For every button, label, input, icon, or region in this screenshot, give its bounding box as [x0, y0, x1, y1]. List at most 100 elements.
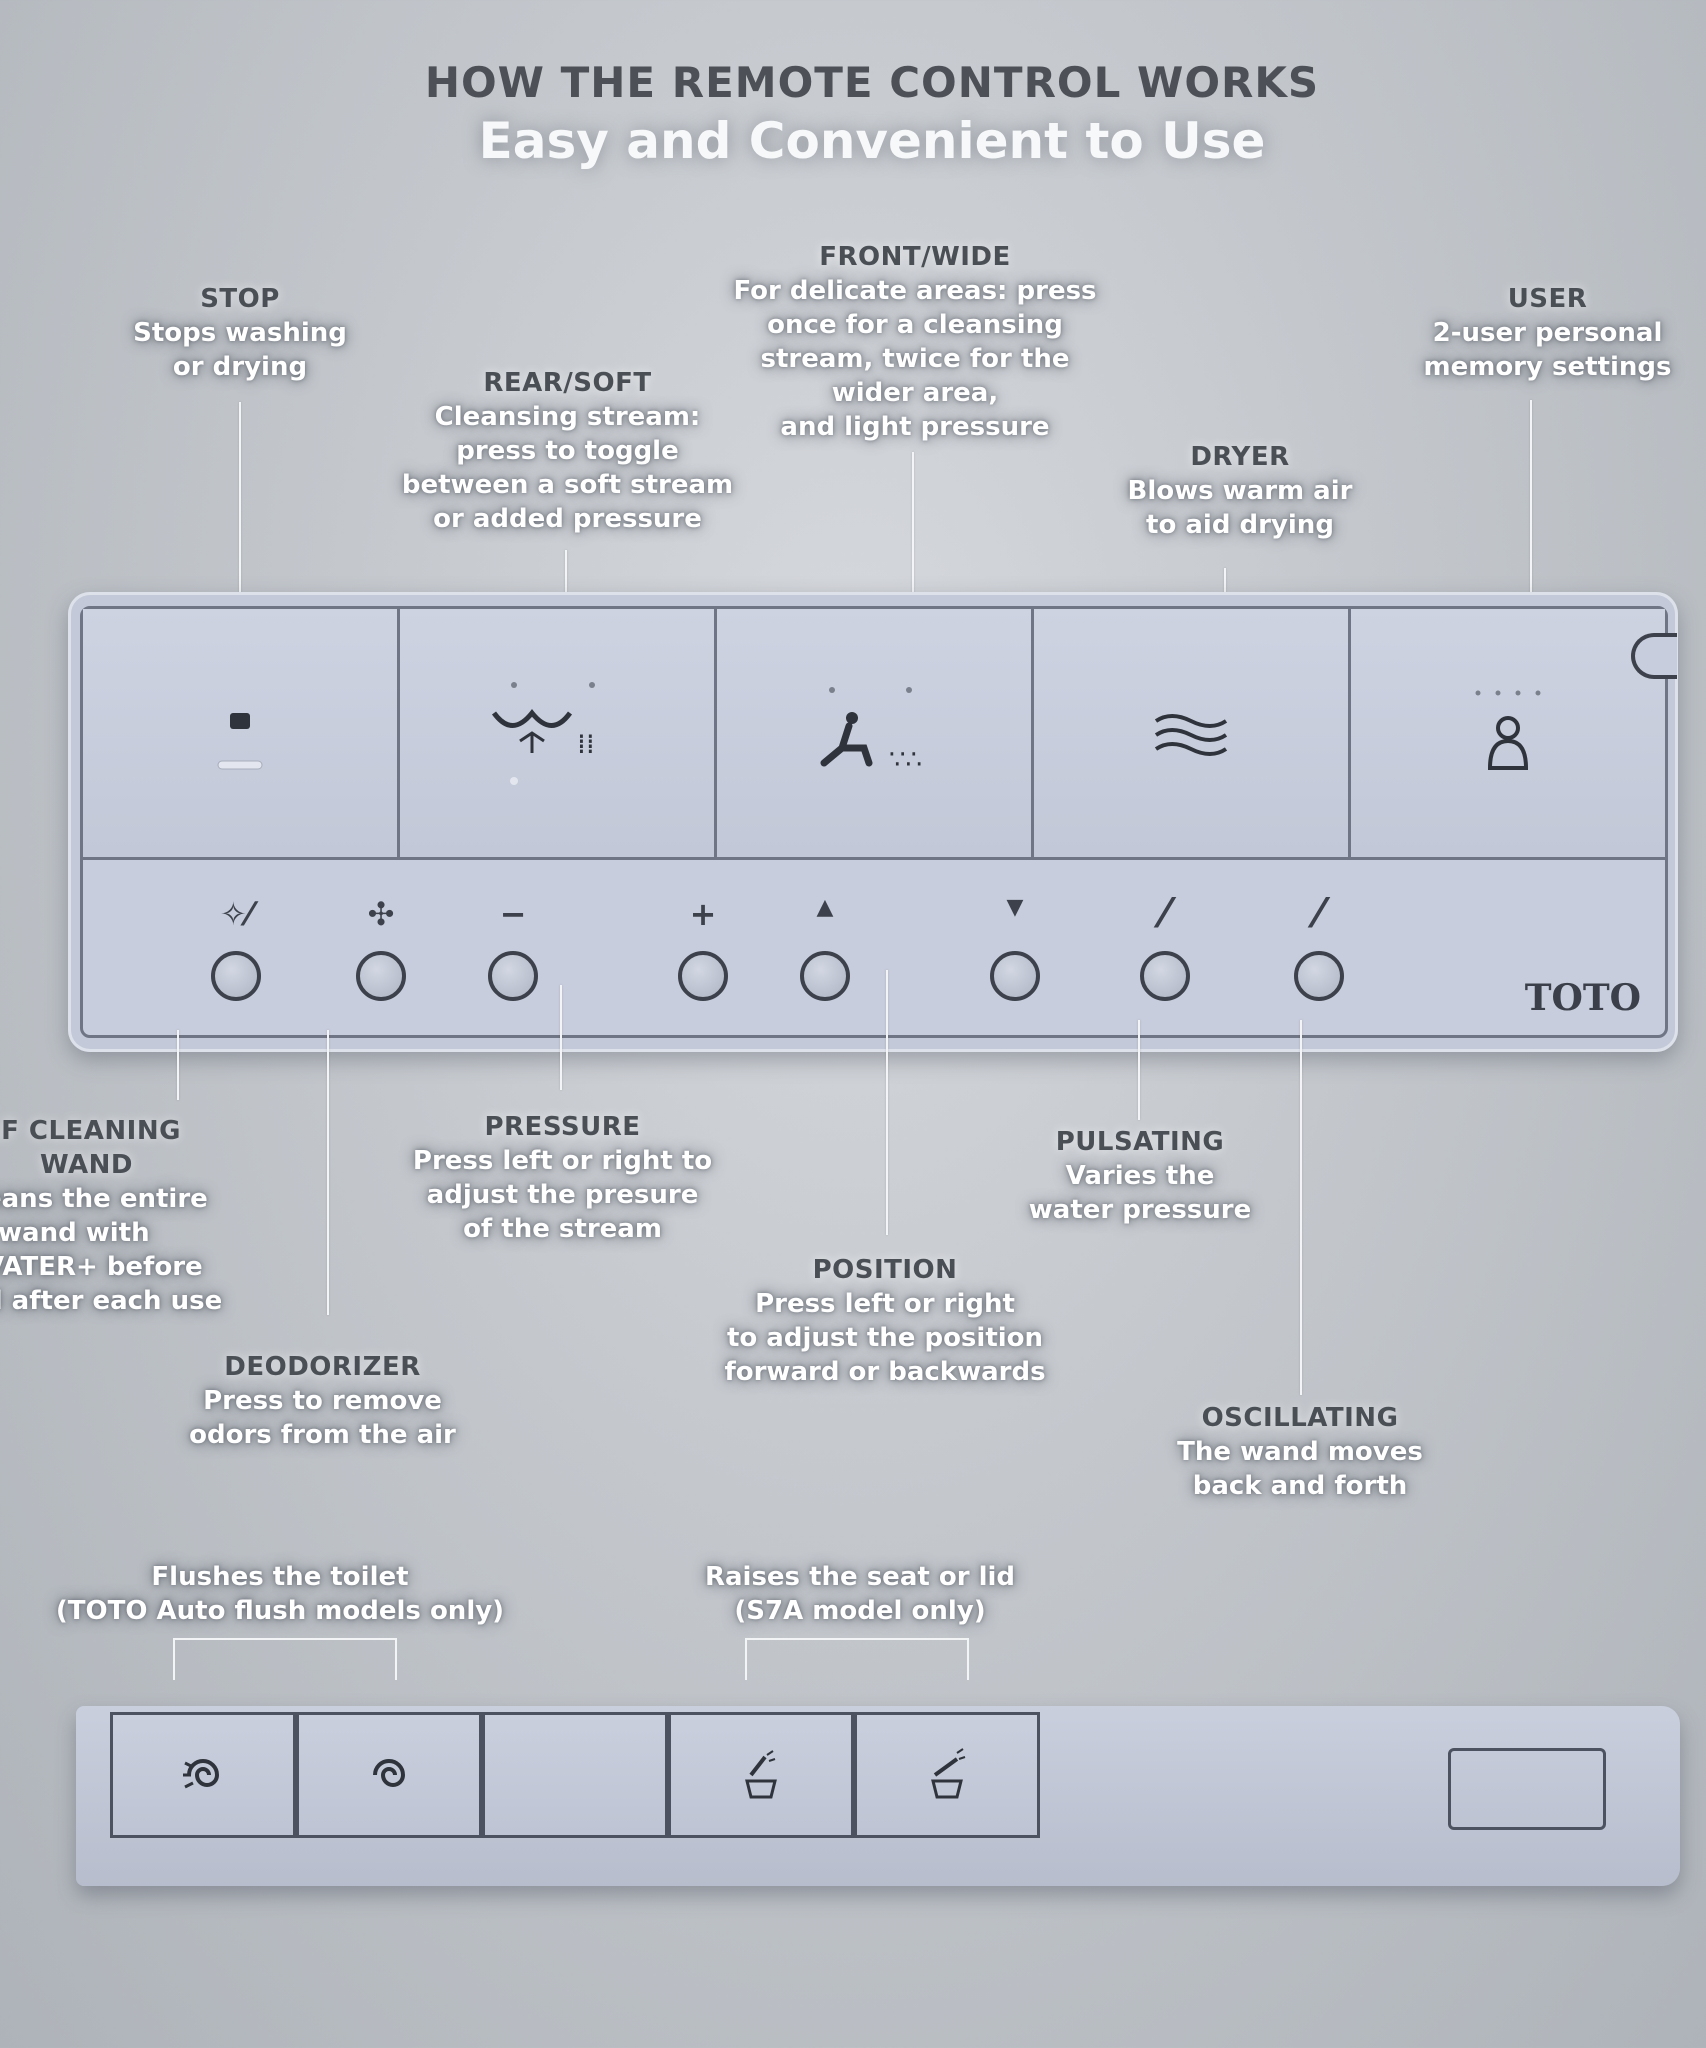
user-button[interactable] — [1351, 609, 1677, 857]
position-up-button[interactable] — [800, 951, 850, 1001]
label-line: adjust the presure — [426, 1180, 699, 1210]
label-line: or added pressure — [433, 504, 702, 534]
label-line: odors from the air — [189, 1420, 456, 1450]
label-line: d after each use — [0, 1286, 223, 1316]
deodorizer-button[interactable] — [356, 951, 406, 1001]
label-line: (S7A model only) — [734, 1596, 986, 1626]
lid-raise-button[interactable] — [854, 1712, 1040, 1838]
seat-raise-icon — [745, 1750, 777, 1799]
plus-icon: + — [689, 895, 717, 933]
svg-text:⁞⁞: ⁞⁞ — [577, 727, 595, 760]
page-title: HOW THE REMOTE CONTROL WORKS — [424, 58, 1320, 107]
label-line: Press left or right to — [412, 1146, 713, 1176]
light-flush-icon — [373, 1759, 406, 1787]
label-line: memory settings — [1423, 352, 1672, 382]
label-heading: REAR/SOFT — [483, 368, 652, 398]
self-cleaning-icon: ✧⁄ — [219, 895, 253, 933]
label-line: wider area, — [831, 378, 999, 408]
dryer-button[interactable] — [1034, 609, 1351, 857]
full-flush-icon — [183, 1759, 220, 1789]
label-line: between a soft stream — [401, 470, 734, 500]
dryer-icon — [1034, 609, 1348, 857]
up-arrow-icon: ▲ — [816, 895, 834, 920]
down-arrow-icon: ▼ — [1006, 895, 1024, 920]
leader-line — [239, 402, 241, 652]
label-line: Blows warm air — [1127, 476, 1353, 506]
label-line: back and forth — [1192, 1471, 1408, 1501]
label-line: to aid drying — [1146, 510, 1334, 540]
label-pulsating: PULSATING Varies the water pressure — [1010, 1125, 1270, 1227]
label-rear-soft: REAR/SOFT Cleansing stream: press to tog… — [400, 366, 735, 536]
label-heading: OSCILLATING — [1201, 1403, 1399, 1433]
label-heading: WAND — [40, 1150, 133, 1180]
stop-icon — [83, 609, 397, 857]
label-raise: Raises the seat or lid (S7A model only) — [690, 1560, 1030, 1628]
label-line: eans the entire — [0, 1184, 208, 1214]
pressure-plus-button[interactable] — [678, 951, 728, 1001]
label-line: Press to remove — [203, 1386, 442, 1416]
label-heading: LF CLEANING — [0, 1116, 181, 1146]
label-line: Raises the seat or lid — [704, 1562, 1016, 1592]
full-flush-button[interactable] — [110, 1712, 296, 1838]
leader-line — [912, 452, 914, 664]
minus-icon: − — [499, 895, 527, 933]
pulsating-button[interactable] — [1140, 951, 1190, 1001]
leader-line — [1138, 1020, 1140, 1120]
label-front-wide: FRONT/WIDE For delicate areas: press onc… — [730, 240, 1100, 444]
label-line: Press left or right — [755, 1289, 1015, 1319]
label-line: of the stream — [463, 1214, 662, 1244]
label-line: Cleansing stream: — [434, 402, 701, 432]
label-line: Stops washing — [133, 318, 347, 348]
leader-line — [560, 985, 562, 1090]
light-flush-button[interactable] — [296, 1712, 482, 1838]
label-line: VATER+ before — [0, 1252, 203, 1282]
label-line: to adjust the position — [726, 1323, 1044, 1353]
label-line: press to toggle — [456, 436, 679, 466]
label-user: USER 2-user personal memory settings — [1410, 282, 1685, 384]
leader-line — [886, 970, 888, 1235]
label-heading: PULSATING — [1055, 1127, 1225, 1157]
deodorizer-icon: ✣ — [367, 895, 395, 933]
main-button-row: ⁞⁞ ∵∴ — [83, 609, 1677, 860]
label-deodorizer: DEODORIZER Press to remove odors from th… — [180, 1350, 465, 1452]
lid-raise-icon — [931, 1748, 966, 1799]
label-dryer: DRYER Blows warm air to aid drying — [1110, 440, 1370, 542]
label-line: wand with — [0, 1218, 150, 1248]
label-line: water pressure — [1028, 1195, 1252, 1225]
stop-button[interactable] — [83, 609, 400, 857]
label-self-cleaning-wand: LF CLEANING WAND eans the entire wand wi… — [0, 1114, 224, 1318]
rear-soft-button[interactable]: ⁞⁞ — [400, 609, 717, 857]
leader-line — [327, 1030, 329, 1315]
label-line: forward or backwards — [724, 1357, 1046, 1387]
pulsating-icon: ⁄ — [1161, 891, 1169, 937]
label-stop: STOP Stops washing or drying — [110, 282, 370, 384]
label-line: Varies the — [1065, 1161, 1215, 1191]
front-wide-button[interactable]: ∵∴ — [717, 609, 1034, 857]
label-heading: PRESSURE — [484, 1112, 641, 1142]
label-flush: Flushes the toilet (TOTO Auto flush mode… — [40, 1560, 520, 1628]
leader-line — [177, 1030, 179, 1100]
label-pressure: PRESSURE Press left or right to adjust t… — [400, 1110, 725, 1246]
label-line: For delicate areas: press — [733, 276, 1097, 306]
oscillating-button[interactable] — [1294, 951, 1344, 1001]
blank-button[interactable] — [482, 1712, 668, 1838]
label-line: once for a cleansing — [767, 310, 1063, 340]
label-heading: DRYER — [1190, 442, 1290, 472]
label-line: The wand moves — [1177, 1437, 1423, 1467]
label-heading: POSITION — [812, 1255, 958, 1285]
seat-raise-button[interactable] — [668, 1712, 854, 1838]
oscillating-icon: ⁄ — [1315, 891, 1323, 937]
label-heading: FRONT/WIDE — [819, 242, 1011, 272]
front-spray-icon: ∵∴ — [717, 609, 1031, 857]
label-heading: STOP — [200, 284, 280, 314]
page-subtitle: Easy and Convenient to Use — [478, 112, 1266, 170]
rear-spray-icon: ⁞⁞ — [400, 609, 714, 857]
pressure-minus-button[interactable] — [488, 951, 538, 1001]
label-line: (TOTO Auto flush models only) — [55, 1596, 505, 1626]
self-cleaning-button[interactable] — [211, 951, 261, 1001]
remote-notch — [1631, 633, 1677, 679]
position-down-button[interactable] — [990, 951, 1040, 1001]
bracket-raise — [745, 1638, 969, 1680]
leader-line — [1300, 1020, 1302, 1395]
label-line: and light pressure — [780, 412, 1050, 442]
